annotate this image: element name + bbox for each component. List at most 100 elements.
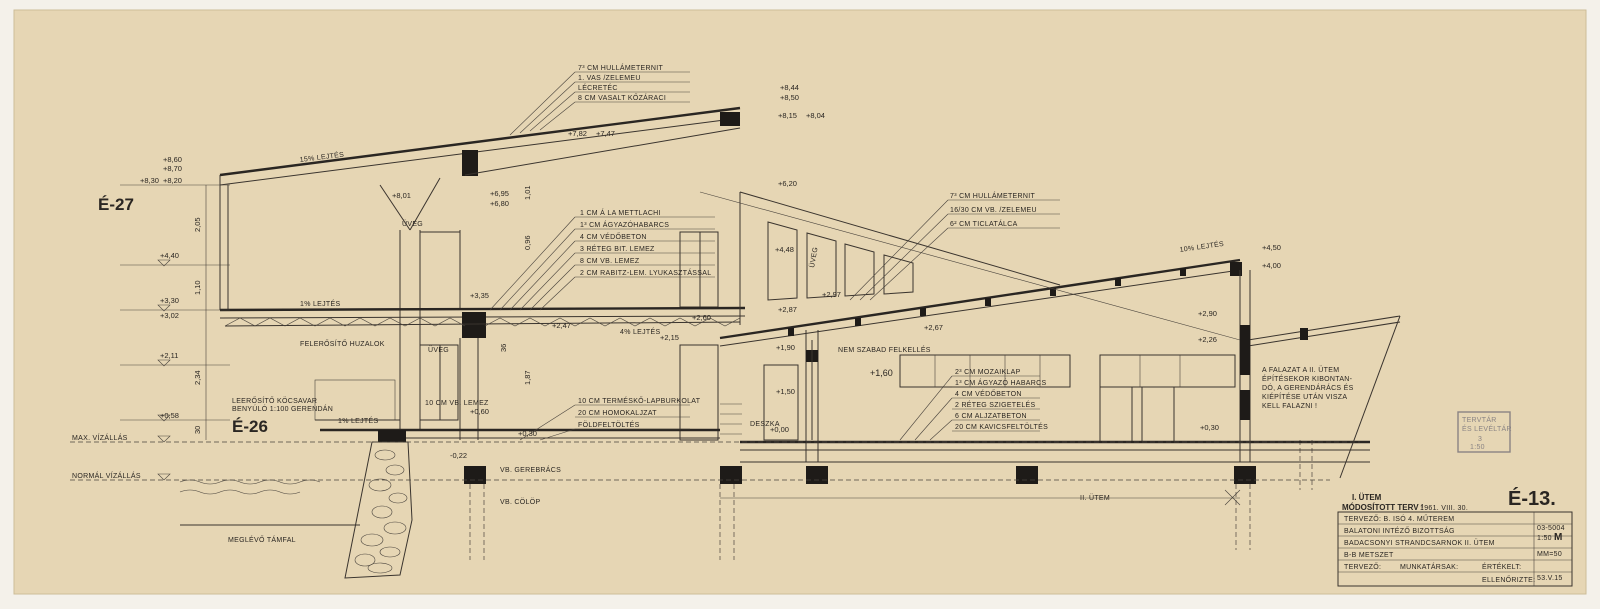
ground-layer: 10 CM TERMÉSKŐ-LAPBURKOLAT (578, 396, 701, 405)
interior-layer: 2 RÉTEG SZIGETELÉS (955, 400, 1036, 409)
deszka-label: DESZKA (750, 421, 780, 428)
level: +6,95 (490, 189, 509, 198)
level: +4,48 (775, 245, 794, 254)
roof-left-layer: 7³ CM HULLÁMETERNIT (578, 63, 663, 72)
dimension: 30 (193, 426, 202, 434)
level: +3,02 (160, 311, 179, 320)
dimension: 1,01 (523, 185, 532, 200)
free-view-label: NEM SZABAD FELKELLÉS (838, 345, 931, 354)
level: +8,01 (392, 191, 411, 200)
slope-label: 1% LEJTÉS (338, 416, 378, 425)
floor-layer: 2 CM RABITZ-LEM. LYUKASZTÁSSAL (580, 268, 711, 277)
uveg-label: ÜVEG (402, 220, 423, 228)
title-block: I. ÜTEM MÓDOSÍTOTT TERV ! 1961. VIII. 30… (1337, 493, 1573, 587)
raster-label: VB. GEREBRÁCS (500, 465, 561, 474)
normal-water-label: NORMÁL VÍZÁLLÁS (72, 471, 141, 480)
dimension: 0,96 (523, 235, 532, 250)
note-line: A FALAZAT A II. ÜTEM (1262, 366, 1339, 374)
note-line: ÉPÍTÉSEKOR KIBONTAN- (1262, 374, 1353, 383)
roof-right-layer: 7³ CM HULLÁMETERNIT (950, 191, 1035, 200)
svg-text:TERVEZŐ: B. ISÓ 4. MŰTEREM: TERVEZŐ: B. ISÓ 4. MŰTEREM (1344, 514, 1454, 523)
paper-sheet (13, 9, 1587, 595)
floor-layer: 1³ CM ÁGYAZÓHABARCS (580, 220, 669, 229)
level-markers (120, 184, 230, 481)
archive-stamp: TERVTÁR ÉS LEVÉLTÁR 3 1:50 (1457, 411, 1512, 453)
slope-label: 4% LEJTÉS (620, 327, 660, 336)
level: +8,15 (778, 111, 797, 120)
uveg-label: ÜVEG (428, 346, 449, 354)
level: +6,20 (778, 179, 797, 188)
dimension: 2,34 (193, 370, 202, 385)
level: -0,22 (450, 451, 467, 460)
level: +1,60 (870, 368, 893, 378)
level: +4,40 (160, 251, 179, 260)
roof-right-layer: 6² CM TICLATÁLCA (950, 219, 1018, 228)
level: +8,04 (806, 111, 825, 120)
svg-text:MM=50: MM=50 (1537, 551, 1562, 558)
level: +7,82 (568, 129, 587, 138)
interior-layer: 20 CM KAVICSFELTÖLTÉS (955, 422, 1048, 431)
svg-text:BALATONI INTÉZŐ BIZOTTSÁG: BALATONI INTÉZŐ BIZOTTSÁG (1344, 526, 1455, 535)
svg-text:BADACSONYI STRANDCSARNOK II. Ü: BADACSONYI STRANDCSARNOK II. ÜTEM (1344, 539, 1495, 547)
level: +3,35 (470, 291, 489, 300)
svg-text:03-5004: 03-5004 (1537, 525, 1565, 532)
level: +2,47 (552, 321, 571, 330)
water-lines (70, 441, 1360, 526)
level: +4,50 (1262, 243, 1281, 252)
level: +3,30 (160, 296, 179, 305)
piles (469, 440, 1313, 560)
interior-layer: 4 CM VÉDŐBETON (955, 389, 1022, 398)
level: +8,44 (780, 83, 799, 92)
level: +2,11 (160, 351, 178, 360)
level: +8,30 (140, 176, 159, 185)
lamp-label: LEERŐSÍTŐ KÖCSAVAR (232, 396, 317, 405)
interior-layer: 1³ CM ÁGYAZÓ HABARCS (955, 378, 1046, 387)
note-line: KELL FALAZNI ! (1262, 403, 1317, 410)
slab-label: 10 CM VB. LEMEZ (425, 400, 489, 407)
level: +2,90 (1198, 309, 1217, 318)
level: +2,15 (660, 333, 679, 342)
uveg-label: ÜVEG (808, 246, 820, 268)
hanger-label: FELERŐSÍTŐ HUZALOK (300, 339, 385, 348)
level: +0,60 (470, 407, 489, 416)
ground-layer: 20 CM HOMOKALJZAT (578, 410, 657, 417)
level: +0,30 (518, 429, 537, 438)
level: +0,58 (160, 411, 179, 420)
svg-text:ELLENŐRIZTE:: ELLENŐRIZTE: (1482, 575, 1535, 584)
roof-left-layer: 1. VAS /ZELEMEU (578, 75, 641, 82)
svg-text:MÓDOSÍTOTT TERV !: MÓDOSÍTOTT TERV ! (1342, 503, 1423, 512)
level: +2,97 (822, 290, 841, 299)
note-line: DÓ, A GERENDÁRÁCS ÉS (1262, 383, 1354, 392)
level: +1,50 (776, 387, 795, 396)
level: +8,50 (780, 93, 799, 102)
dimension: 36 (499, 344, 508, 352)
svg-text:1961. VIII. 30.: 1961. VIII. 30. (1420, 505, 1468, 512)
level: +2,60 (692, 313, 711, 322)
dimension: 2,05 (193, 217, 202, 232)
floor-layer: 1 CM Á LA METTLACHI (580, 208, 661, 217)
level: +2,26 (1198, 335, 1217, 344)
leader-lines (489, 71, 1241, 441)
dimension: 1,10 (193, 280, 202, 295)
section-mark-e26: É-26 (232, 417, 268, 436)
level: +7,47 (596, 129, 615, 138)
roof-left-layer: 8 CM VASALT KŐZÁRACI (578, 93, 666, 102)
level: +2,87 (778, 305, 797, 314)
svg-text:3: 3 (1478, 436, 1482, 443)
ground-layer: FÖLDFELTÖLTÉS (578, 420, 640, 429)
svg-text:MUNKATÁRSAK:: MUNKATÁRSAK: (1400, 562, 1458, 571)
svg-text:M: M (1554, 532, 1562, 543)
interior-layer: 2³ CM MOZAIKLAP (955, 369, 1021, 376)
roof-right-layer: 16/30 CM VB. /ZELEMEU (950, 207, 1037, 214)
svg-text:1:50: 1:50 (1470, 444, 1485, 451)
upper-pavilion (219, 106, 746, 484)
svg-text:ÉS LEVÉLTÁR: ÉS LEVÉLTÁR (1462, 424, 1512, 433)
max-water-label: MAX. VÍZÁLLÁS (72, 433, 128, 442)
section-mark-e27: É-27 (98, 195, 134, 214)
level: +8,20 (163, 176, 182, 185)
dimension: 1,87 (523, 370, 532, 385)
floor-layer: 8 CM VB. LEMEZ (580, 258, 640, 265)
svg-text:53.V.15: 53.V.15 (1537, 575, 1563, 582)
level: +8,60 (163, 155, 182, 164)
